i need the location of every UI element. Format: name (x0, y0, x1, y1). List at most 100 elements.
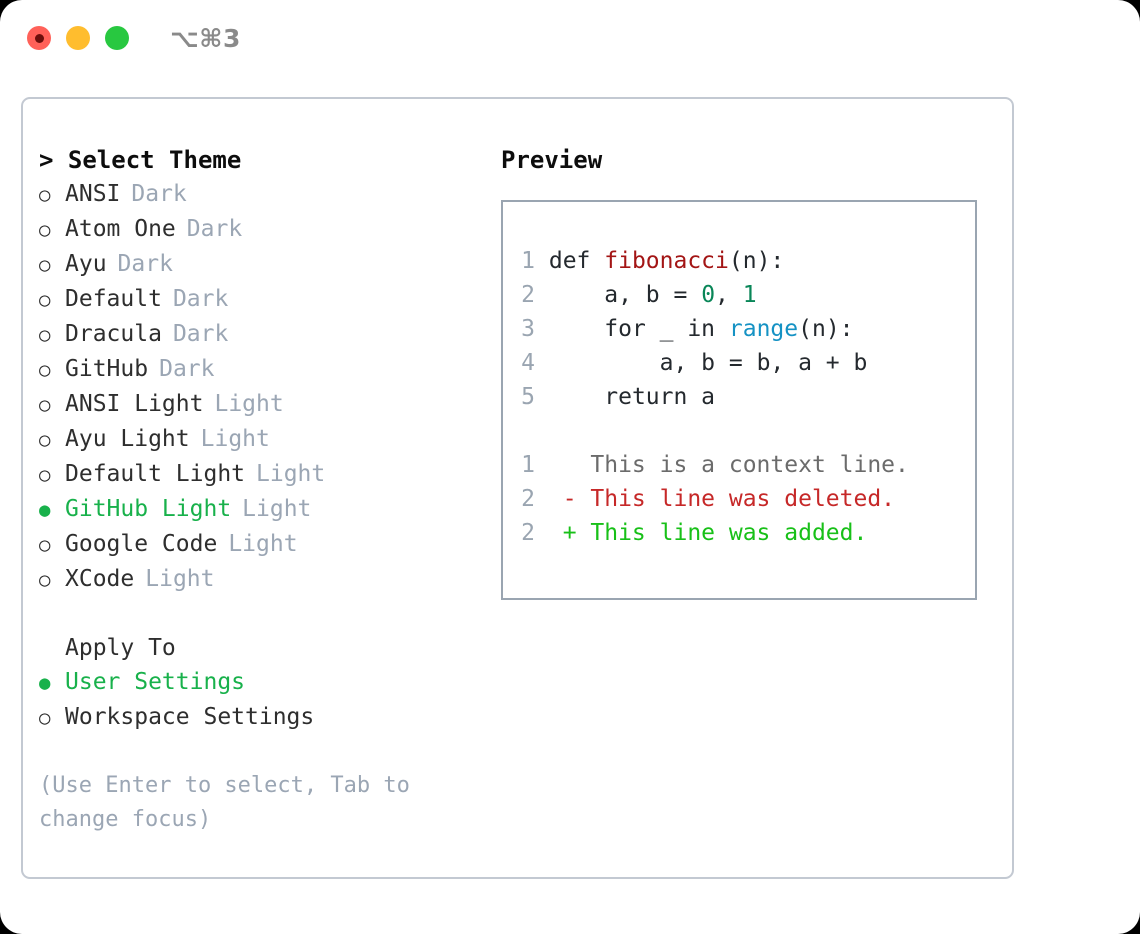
code-token-num: 1 (742, 282, 757, 308)
keyboard-shortcut-label: ⌥⌘3 (170, 24, 241, 53)
radio-unselected-icon: ○ (39, 289, 51, 311)
code-token-plain: , (715, 282, 743, 308)
theme-option-6[interactable]: ○ ANSI Light Light (39, 387, 479, 422)
theme-option-label: Atom One (65, 216, 176, 242)
theme-option-label: Dracula (65, 321, 162, 347)
theme-variant-tag: Light (214, 391, 284, 417)
theme-option-9[interactable]: ● GitHub Light Light (39, 492, 479, 527)
theme-variant-tag: Dark (159, 356, 215, 382)
diff-sample: 1 This is a context line. 2 - This line w… (521, 448, 909, 550)
code-token-plain: for _ in (548, 316, 729, 342)
theme-variant-tag: Dark (117, 251, 173, 277)
apply-to-option-label: Workspace Settings (65, 704, 315, 730)
theme-option-label: Default (65, 286, 162, 312)
theme-variant-tag: Light (256, 461, 326, 487)
radio-unselected-icon: ○ (39, 324, 51, 346)
theme-option-10[interactable]: ○ Google Code Light (39, 527, 479, 562)
theme-option-11[interactable]: ○ XCode Light (39, 562, 479, 597)
code-token-func: fibonacci (604, 248, 729, 274)
theme-option-0[interactable]: ○ ANSI Dark (39, 177, 479, 212)
code-gutter-space (535, 248, 549, 274)
code-line: 3 for _ in range(n): (521, 312, 867, 346)
apply-to-option-label: User Settings (65, 669, 246, 695)
code-gutter-space (535, 350, 549, 376)
title-bar: ⌥⌘3 (0, 0, 1140, 78)
radio-unselected-icon: ○ (39, 254, 51, 276)
radio-unselected-icon: ○ (39, 359, 51, 381)
radio-unselected-icon: ○ (39, 184, 51, 206)
theme-variant-tag: Dark (172, 321, 229, 347)
theme-option-label: ANSI (65, 181, 121, 207)
code-line-number: 4 (521, 350, 535, 376)
preview-column: Preview 1 def fibonacci(n):2 a, b = 0, 1… (501, 143, 1001, 600)
radio-selected-icon: ● (39, 499, 51, 521)
theme-option-label: GitHub Light (65, 496, 232, 522)
code-token-plain: a, b = (548, 282, 702, 308)
theme-variant-tag: Dark (186, 216, 243, 242)
minimize-button[interactable] (66, 26, 90, 50)
apply-to-list[interactable]: ● User Settings ○ Workspace Settings (39, 665, 479, 735)
diff-line: 2 + This line was added. (521, 516, 909, 550)
theme-variant-tag: Dark (172, 286, 229, 312)
code-line-number: 5 (521, 384, 535, 410)
code-token-plain: (n): (728, 248, 785, 274)
code-line-number: 2 (521, 282, 535, 308)
diff-line-text-del: - This line was deleted. (535, 486, 896, 512)
code-line-number: 3 (521, 316, 535, 342)
apply-to-option-1[interactable]: ○ Workspace Settings (39, 700, 479, 735)
radio-unselected-icon: ○ (39, 534, 51, 556)
radio-unselected-icon: ○ (39, 707, 51, 729)
radio-unselected-icon: ○ (39, 429, 51, 451)
theme-option-4[interactable]: ○ Dracula Dark (39, 317, 479, 352)
traffic-light-group (27, 26, 129, 50)
list-spacer (39, 597, 479, 631)
diff-line: 1 This is a context line. (521, 448, 909, 482)
theme-variant-tag: Light (242, 496, 312, 522)
radio-selected-icon: ● (39, 672, 51, 694)
code-token-plain: return a (548, 384, 716, 410)
close-button[interactable] (27, 26, 51, 50)
theme-option-7[interactable]: ○ Ayu Light Light (39, 422, 479, 457)
code-gutter-space (535, 384, 549, 410)
code-token-plain: def (548, 248, 605, 274)
diff-line-text-context: This is a context line. (535, 452, 909, 478)
theme-option-label: Ayu Light (65, 426, 190, 452)
apply-to-header: Apply To (65, 635, 176, 661)
code-token-plain: a, b = b, a + b (548, 350, 868, 376)
radio-unselected-icon: ○ (39, 394, 51, 416)
theme-variant-tag: Dark (131, 181, 187, 207)
theme-option-label: Default Light (65, 461, 246, 487)
radio-unselected-icon: ○ (39, 569, 51, 591)
theme-option-label: XCode (65, 566, 135, 592)
code-gutter-space (535, 282, 549, 308)
code-line-number: 1 (521, 248, 535, 274)
code-line: 2 a, b = 0, 1 (521, 278, 867, 312)
code-line: 5 return a (521, 380, 867, 414)
theme-option-label: ANSI Light (65, 391, 204, 417)
theme-option-3[interactable]: ○ Default Dark (39, 282, 479, 317)
code-line: 4 a, b = b, a + b (521, 346, 867, 380)
code-line: 1 def fibonacci(n): (521, 244, 867, 278)
theme-variant-tag: Light (145, 566, 215, 592)
theme-option-label: Google Code (65, 531, 218, 557)
diff-line-number: 2 (521, 520, 535, 546)
theme-list-header: > Select Theme (39, 146, 242, 174)
zoom-button[interactable] (105, 26, 129, 50)
diff-line-text-add: + This line was added. (535, 520, 868, 546)
theme-variant-tag: Light (200, 426, 270, 452)
diff-line-number: 2 (521, 486, 535, 512)
preview-header: Preview (501, 146, 603, 174)
theme-variant-tag: Light (228, 531, 298, 557)
apply-to-option-0[interactable]: ● User Settings (39, 665, 479, 700)
code-token-plain: (n): (798, 316, 854, 342)
